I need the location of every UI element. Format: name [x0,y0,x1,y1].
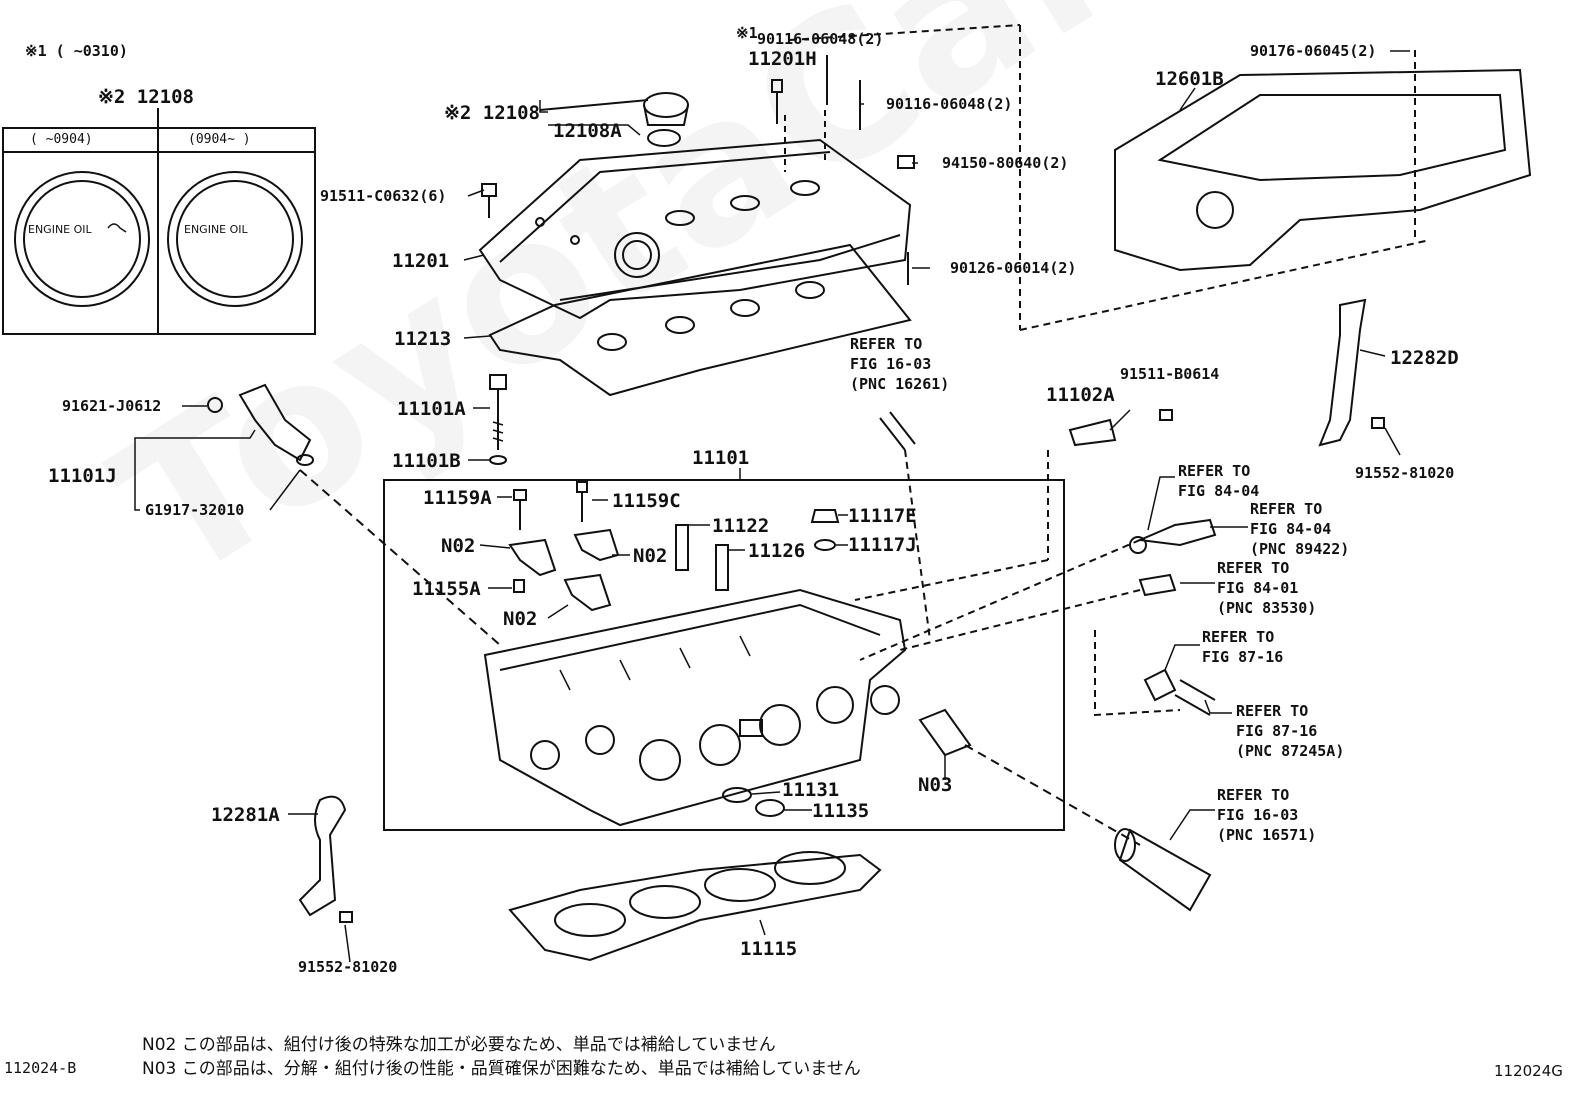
oil-cap-inset [2,108,316,335]
label-12282D[interactable]: 12282D [1390,347,1459,369]
leader-lines [134,50,1410,963]
label-11101J[interactable]: 11101J [48,465,117,487]
head-plugs [722,708,1141,846]
label-11201H[interactable]: 11201H [748,48,817,70]
label-11135[interactable]: 11135 [812,800,870,822]
refer-fig-84-04-b[interactable]: REFER TO FIG 84-04 (PNC 89422) [1250,500,1350,558]
label-11102A[interactable]: 11102A [1046,384,1115,406]
label-11159C[interactable]: 11159C [612,490,681,512]
label-11115[interactable]: 11115 [740,938,798,960]
label-11117E[interactable]: 11117E [848,505,917,527]
sensors-right [854,409,1217,717]
label-11126[interactable]: 11126 [748,540,806,562]
engine-hanger-right [1318,298,1385,447]
label-91621-J0612[interactable]: 91621-J0612 [62,397,162,415]
label-G1917-32010[interactable]: G1917-32010 [145,501,245,519]
label-12108[interactable]: ※2 12108 [444,102,540,124]
oil-control-valve [207,383,501,646]
label-11213[interactable]: 11213 [394,328,452,350]
note-1-range: ※1 ( ~0310) [25,42,128,60]
cover-fasteners [481,55,915,285]
footnote-n02: N02 この部品は、組付け後の特殊な加工が必要なため、単品では補給していません [142,1035,776,1055]
cylinder-head-frame [383,479,1065,831]
label-91552-81020-left[interactable]: 91552-81020 [298,958,398,976]
head-gasket [508,851,882,962]
label-N03[interactable]: N03 [918,774,953,796]
label-90176-06045[interactable]: 90176-06045(2) [1250,42,1377,60]
refer-fig-16-03-top[interactable]: REFER TO FIG 16-03 (PNC 16261) [850,335,950,393]
engine-hanger-left [298,795,353,923]
label-11117J[interactable]: 11117J [848,534,917,556]
label-91552-81020-right[interactable]: 91552-81020 [1355,464,1455,482]
label-90116-top: 90116-06048(2) [757,30,884,48]
head-bolt [489,374,507,465]
label-N02-b[interactable]: N02 [633,545,668,567]
label-11101B[interactable]: 11101B [392,450,461,472]
label-91511-B0614[interactable]: 91511-B0614 [1120,365,1220,383]
label-12601B[interactable]: 12601B [1155,68,1224,90]
label-11101A[interactable]: 11101A [397,398,466,420]
label-12108A[interactable]: 12108A [553,120,622,142]
footnote-n03: N03 この部品は、分解・組付け後の性能・品質確保が困難なため、単品では補給して… [142,1059,861,1079]
cylinder-head-cover [478,138,912,320]
note-1-marker: ※1 [736,24,758,42]
oil-filler-cap [539,92,689,147]
label-91511-C0632[interactable]: 91511-C0632(6) [320,187,447,205]
label-N02-c[interactable]: N02 [503,608,538,630]
label-N02-a[interactable]: N02 [441,535,476,557]
refer-fig-87-16-a[interactable]: REFER TO FIG 87-16 [1202,628,1284,666]
refer-fig-16-03-bottom[interactable]: REFER TO FIG 16-03 (PNC 16571) [1217,786,1317,844]
label-11122[interactable]: 11122 [712,515,770,537]
oil-cap-right-range: (0904~ ) [188,132,251,147]
refer-fig-84-04-a[interactable]: REFER TO FIG 84-04 [1178,462,1260,500]
oil-cap-text-left: ENGINE OIL [28,223,92,236]
label-11159A[interactable]: 11159A [423,487,492,509]
label-11131[interactable]: 11131 [782,779,840,801]
label-11155A[interactable]: 11155A [412,578,481,600]
oil-cap-box-title: ※2 12108 [98,86,194,108]
label-90126-06014[interactable]: 90126-06014(2) [950,259,1077,277]
camshaft-bearing-caps [508,481,620,612]
oil-cap-text-right: ENGINE OIL [184,223,248,236]
oil-cap-left-range: ( ~0904) [30,132,93,147]
cylinder-head [483,588,907,827]
pipe-16571 [1114,828,1212,912]
label-12281A[interactable]: 12281A [211,804,280,826]
valve-guides [675,509,840,591]
refer-fig-84-01[interactable]: REFER TO FIG 84-01 (PNC 83530) [1217,559,1317,617]
figure-code-left: 112024-B [4,1059,77,1077]
cover-gasket [488,243,912,397]
label-90116-mid[interactable]: 90116-06048(2) [886,95,1013,113]
label-94150-80640[interactable]: 94150-80640(2) [942,154,1069,172]
engine-cover [789,24,1532,331]
label-11201[interactable]: 11201 [392,250,450,272]
label-11101[interactable]: 11101 [692,447,750,469]
figure-code-right: 112024G [1494,1062,1563,1080]
refer-fig-87-16-b[interactable]: REFER TO FIG 87-16 (PNC 87245A) [1236,702,1345,760]
pipe-16261 [879,411,931,641]
